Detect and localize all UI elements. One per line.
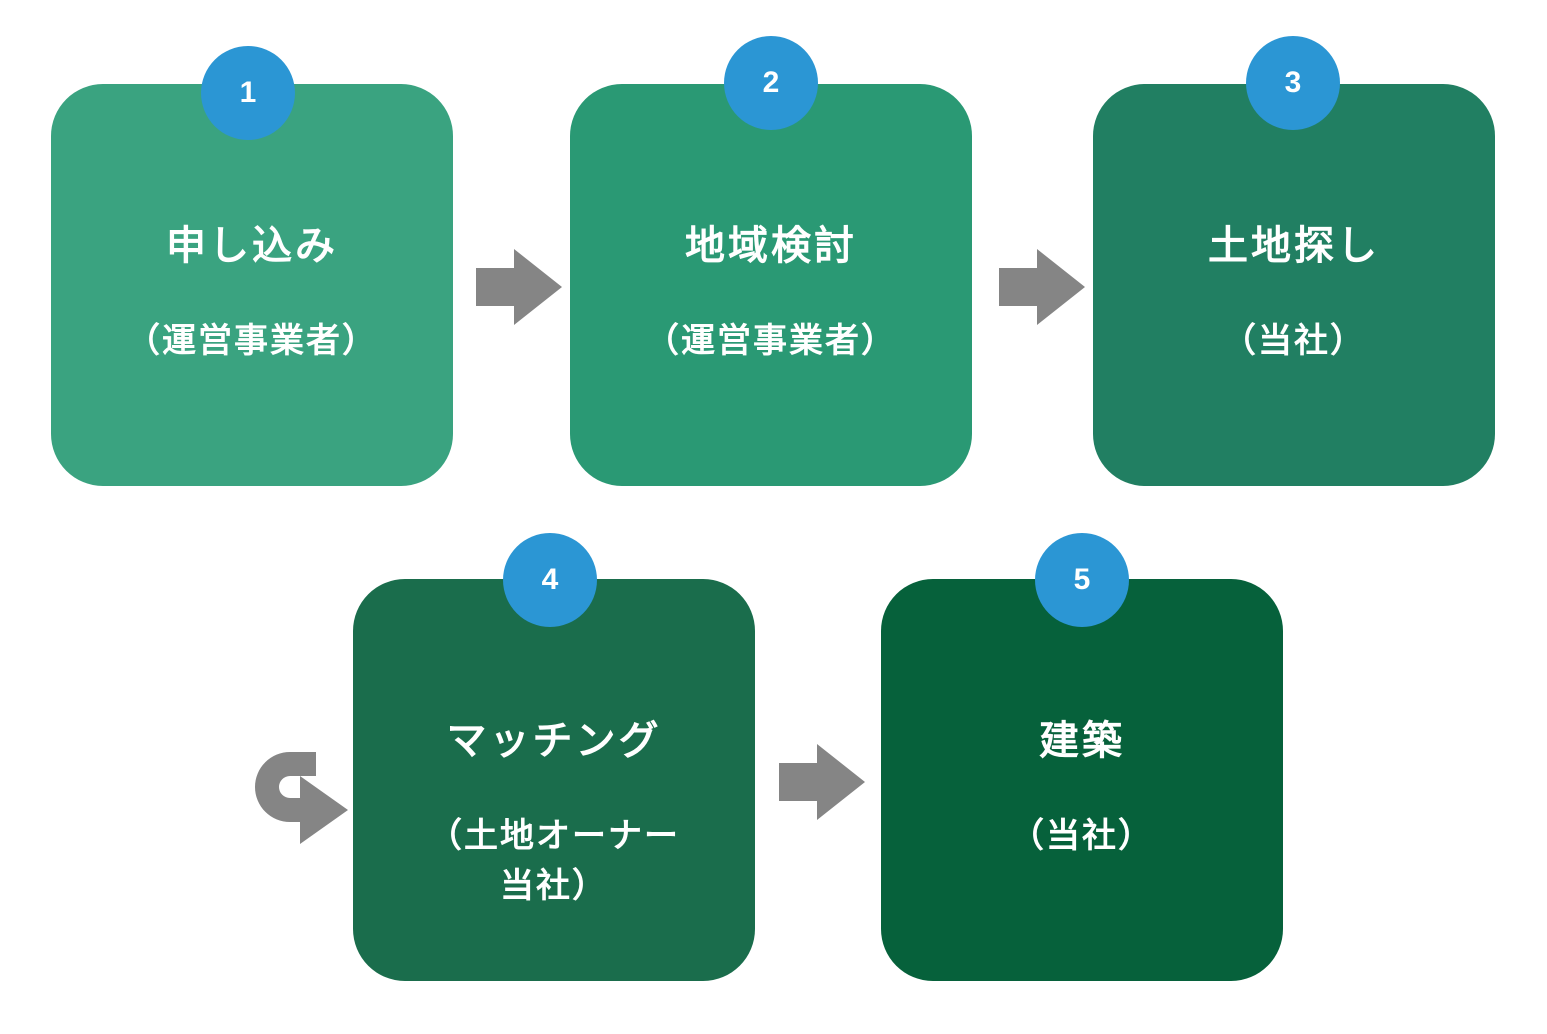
step-title: 土地探し <box>1208 223 1380 269</box>
step-number-badge-4: 4 <box>503 533 597 627</box>
step-title: マッチング <box>446 718 662 764</box>
u-turn-arrow-icon <box>255 752 348 844</box>
arrow-right-icon <box>999 249 1085 325</box>
step-subtitle: （当社） <box>1010 816 1154 856</box>
step-card-2: 地域検討 （運営事業者） <box>570 84 972 486</box>
step-subtitle: （運営事業者） <box>126 321 378 361</box>
step-title: 申し込み <box>166 223 338 269</box>
step-subtitle: （運営事業者） <box>645 321 897 361</box>
step-subtitle: （当社） <box>1222 321 1366 361</box>
step-card-1: 申し込み （運営事業者） <box>51 84 453 486</box>
step-number-badge-1: 1 <box>201 46 295 140</box>
step-card-4: マッチング （土地オーナー 当社） <box>353 579 755 981</box>
step-title: 建築 <box>1039 718 1125 764</box>
step-number-badge-5: 5 <box>1035 533 1129 627</box>
arrow-right-icon <box>476 249 562 325</box>
step-number-badge-2: 2 <box>724 36 818 130</box>
step-number-badge-3: 3 <box>1246 36 1340 130</box>
step-title: 地域検討 <box>685 223 857 269</box>
arrow-right-icon <box>779 744 865 820</box>
step-card-5: 建築 （当社） <box>881 579 1283 981</box>
step-subtitle: （土地オーナー 当社） <box>428 816 680 906</box>
step-card-3: 土地探し （当社） <box>1093 84 1495 486</box>
